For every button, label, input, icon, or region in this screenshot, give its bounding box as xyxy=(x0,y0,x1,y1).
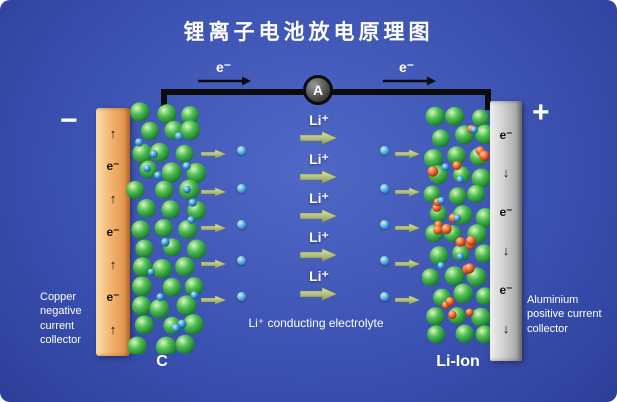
electron-down-arrow: ↓ xyxy=(502,165,510,181)
collector-electron-label: e⁻ xyxy=(106,224,120,239)
copper-collector-caption: Copper negative current collector xyxy=(40,291,82,346)
liion-cathode-spheres xyxy=(422,106,496,344)
copper-collector: ↑ e⁻ ↑ e⁻ ↑ e⁻ ↑ xyxy=(96,108,130,356)
electron-up-arrow: ↑ xyxy=(109,256,117,272)
li-ion-dot xyxy=(237,256,246,265)
li-ion-step: Li⁺ xyxy=(300,112,338,145)
li-ion-dot xyxy=(380,220,389,229)
li-ion-label: Li⁺ xyxy=(309,112,329,128)
anode-label: C xyxy=(156,353,168,370)
li-ion-migration-column: Li⁺ Li⁺ Li⁺ Li⁺ Li⁺ xyxy=(294,112,344,307)
li-ion-label: Li⁺ xyxy=(309,229,329,245)
collector-electron-label: e⁻ xyxy=(499,205,513,220)
ammeter: A xyxy=(303,75,333,105)
li-ion-label: Li⁺ xyxy=(309,190,329,206)
li-ion-step: Li⁺ xyxy=(300,229,338,262)
li-ion-dot xyxy=(237,146,246,155)
li-ion-arrow xyxy=(300,287,338,301)
ion-flow-arrow xyxy=(394,187,421,197)
ion-flow-arrow xyxy=(394,149,421,159)
li-ion-arrow xyxy=(300,131,338,145)
electron-up-arrow: ↑ xyxy=(109,125,117,141)
diagram-title: 锂离子电池放电原理图 xyxy=(183,21,434,44)
positive-terminal: + xyxy=(532,96,550,129)
collector-electron-label: e⁻ xyxy=(499,127,513,142)
collector-electron-label: e⁻ xyxy=(106,159,120,174)
li-ion-step: Li⁺ xyxy=(300,151,338,184)
li-ion-dot xyxy=(380,146,389,155)
electron-flow-arrow-right xyxy=(383,76,436,86)
electron-label-right: e⁻ xyxy=(399,59,415,75)
electron-down-arrow: ↓ xyxy=(502,320,510,336)
li-ion-dot xyxy=(380,292,389,301)
cathode-label: Li-Ion xyxy=(436,353,480,370)
li-ion-dot xyxy=(237,292,246,301)
electron-label-left: e⁻ xyxy=(216,59,232,75)
circuit-wire-right-stub xyxy=(485,89,491,110)
li-ion-step: Li⁺ xyxy=(300,268,338,301)
negative-terminal: − xyxy=(60,104,78,137)
electron-flow-arrow-left xyxy=(198,76,251,86)
li-ion-dot xyxy=(380,184,389,193)
ion-flow-arrow xyxy=(394,295,421,305)
li-ion-label: Li⁺ xyxy=(309,268,329,284)
electron-down-arrow: ↓ xyxy=(502,243,510,259)
aluminium-collector-caption: Aluminium positive current collector xyxy=(527,294,602,335)
li-ion-dot xyxy=(380,256,389,265)
collector-electron-label: e⁻ xyxy=(106,290,120,305)
electron-up-arrow: ↑ xyxy=(109,322,117,337)
graphite-anode-spheres xyxy=(126,102,206,354)
li-ion-arrow xyxy=(300,209,338,223)
li-ion-dot xyxy=(237,220,246,229)
ammeter-label: A xyxy=(312,82,324,98)
li-ion-label: Li⁺ xyxy=(309,151,329,167)
li-ion-arrow xyxy=(300,248,338,262)
li-ion-step: Li⁺ xyxy=(300,190,338,223)
aluminium-collector: e⁻ ↓ e⁻ ↓ e⁻ ↓ xyxy=(490,101,522,361)
electron-up-arrow: ↑ xyxy=(109,191,117,207)
li-ion-arrow xyxy=(300,170,338,184)
ion-flow-arrow xyxy=(394,223,421,233)
right-ion-lane xyxy=(380,106,428,316)
li-ion-dot xyxy=(237,184,246,193)
collector-electron-label: e⁻ xyxy=(499,283,513,298)
ion-flow-arrow xyxy=(394,259,421,269)
electrolyte-caption: Li⁺ conducting electrolyte xyxy=(248,316,384,330)
circuit-wire-left-stub xyxy=(161,89,167,114)
left-ion-lane xyxy=(200,106,255,316)
